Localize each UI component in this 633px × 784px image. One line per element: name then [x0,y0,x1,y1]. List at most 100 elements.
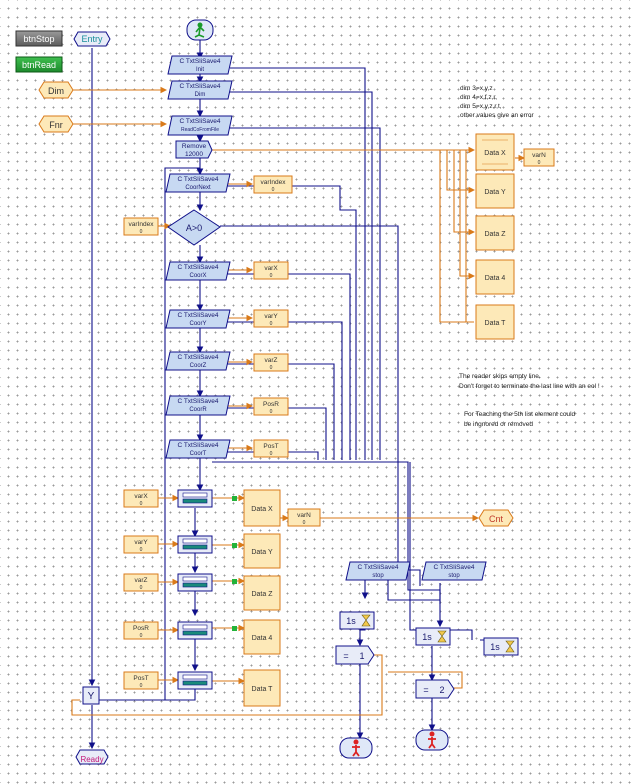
svg-text:btnRead: btnRead [22,60,56,70]
svg-text:C TxtSliSave4: C TxtSliSave4 [177,398,218,405]
svg-text:Data X: Data X [251,506,273,513]
store-icon-x[interactable] [177,489,237,508]
list-data-y-top[interactable]: Data Y [475,173,515,209]
var-y-in[interactable]: varY 0 [123,535,159,554]
stop-button[interactable]: btnStop [15,30,63,47]
var-y-out[interactable]: varY 0 [253,309,289,328]
svg-text:varIndex: varIndex [129,221,155,228]
var-t-in[interactable]: PosT 0 [123,671,159,690]
var-t-out[interactable]: PosT 0 [253,439,289,458]
list-data-4[interactable]: Data 4 [243,619,281,655]
svg-text:other values give an error: other values give an error [460,112,535,119]
svg-text:be ingnored or removed: be ingnored or removed [464,421,533,428]
svg-text:varY: varY [134,539,148,546]
svg-text:0: 0 [140,547,143,553]
list-data-z[interactable]: Data Z [243,575,281,611]
svg-text:C TxtSliSave4: C TxtSliSave4 [177,176,218,183]
svg-text:Don't forget to terminate the: Don't forget to terminate the last line … [459,383,600,390]
timer-1s-left[interactable]: 1s [339,611,375,630]
command-coor-x[interactable]: C TxtSliSave4 CoorX [165,261,231,281]
fnr-input[interactable]: Fnr [38,115,74,133]
store-icon-z[interactable] [177,573,237,592]
decision-a-gt-0[interactable]: A>0 [167,209,221,246]
svg-text:Data Y: Data Y [484,189,506,196]
svg-text:Data 4: Data 4 [485,275,506,282]
svg-text:=: = [423,685,428,695]
svg-text:varY: varY [264,313,278,320]
list-data-t-top[interactable]: Data T [475,304,515,340]
entry-terminal[interactable]: Entry [73,31,111,47]
hourglass-icon [361,614,371,627]
var-x-in[interactable]: varX 0 [123,489,159,508]
yes-merge[interactable]: Y [82,686,100,705]
svg-text:varX: varX [264,265,278,272]
note-dim: dim 3=x,y,z dim 4=x,f,z,r, dim 5=x,y,z,r… [460,85,535,119]
svg-text:Dim: Dim [48,86,64,96]
svg-text:dim 5=x,y,z,r,t,: dim 5=x,y,z,r,t, [460,103,502,110]
dim-input[interactable]: Dim [38,81,74,99]
var-n-top[interactable]: varN 0 [523,148,555,167]
command-coor-z[interactable]: C TxtSliSave4 CoorZ [165,351,231,371]
svg-text:1s: 1s [490,642,500,652]
svg-text:C TxtSliSave4: C TxtSliSave4 [177,354,218,361]
hourglass-icon [437,630,447,643]
svg-text:varZ: varZ [135,577,148,584]
store-icon-t[interactable] [177,671,213,690]
remove-block[interactable]: Remove 12000 [175,140,213,159]
svg-text:varIndex: varIndex [261,179,287,186]
svg-text:0: 0 [270,409,273,415]
assign-2[interactable]: = 2 [415,679,455,699]
command-coor-r[interactable]: C TxtSliSave4 CoorR [165,395,231,416]
svg-text:C TxtSliSave4: C TxtSliSave4 [177,312,218,319]
command-coor-next[interactable]: C TxtSliSave4 CoorNext [165,173,231,193]
var-r-out[interactable]: PosR 0 [253,397,289,416]
end-icon-left[interactable] [339,737,373,759]
timer-1s-right[interactable]: 1s [483,637,519,656]
svg-text:btnStop: btnStop [23,34,54,44]
svg-text:The reader skips empty line.: The reader skips empty line. [459,373,541,380]
svg-text:=: = [343,651,348,661]
var-index-out[interactable]: varIndex 0 [253,175,293,194]
list-data-x-top[interactable]: Data X [475,133,515,171]
command-stop-right[interactable]: C TxtSliSave4 stop [421,561,487,581]
command-dim[interactable]: C TxtSliSave4 Dim [167,80,233,100]
command-coor-y[interactable]: C TxtSliSave4 CoorY [165,309,231,329]
list-data-t[interactable]: Data T [243,669,281,707]
read-button[interactable]: btnRead [15,56,63,73]
command-coor-t[interactable]: C TxtSliSave4 CoorT [165,439,231,459]
svg-text:stop: stop [448,573,460,579]
cnt-output[interactable]: Cnt [478,509,514,527]
store-icon-r[interactable] [177,621,237,640]
var-z-in[interactable]: varZ 0 [123,573,159,592]
list-data-y[interactable]: Data Y [243,533,281,569]
list-data-x[interactable]: Data X [243,489,281,527]
svg-text:1s: 1s [346,616,356,626]
svg-text:2: 2 [439,685,444,695]
timer-1s-mid[interactable]: 1s [415,627,451,646]
assign-1[interactable]: = 1 [335,645,375,665]
command-read-file[interactable]: C TxtSliSave4 ReadCoFromFile [167,115,233,136]
var-x-out[interactable]: varX 0 [253,261,289,280]
command-init[interactable]: C TxtSliSave4 Init [167,55,233,75]
svg-text:Data Z: Data Z [484,231,506,238]
data-wires [71,86,526,716]
ready-terminal[interactable]: Ready [75,749,109,765]
list-data-4-top[interactable]: Data 4 [475,259,515,295]
var-index-in[interactable]: varIndex 0 [123,217,159,236]
svg-text:0: 0 [538,160,541,166]
note-reader: The reader skips empty line. Don't forge… [459,373,600,390]
svg-text:Data T: Data T [485,320,507,327]
svg-text:0: 0 [270,365,273,371]
note-teaching: For Teaching the 5th list element could … [464,411,576,428]
command-stop-left[interactable]: C TxtSliSave4 stop [345,561,411,581]
svg-text:C TxtSliSave4: C TxtSliSave4 [179,118,220,125]
end-icon-right[interactable] [415,729,449,751]
start-icon[interactable] [186,19,214,41]
store-icon-y[interactable] [177,535,237,554]
list-data-z-top[interactable]: Data Z [475,215,515,251]
svg-text:varN: varN [532,152,546,159]
var-z-out[interactable]: varZ 0 [253,353,289,372]
var-r-in[interactable]: PosR 0 [123,621,159,640]
var-n-bottom[interactable]: varN 0 [287,508,321,527]
svg-text:CoorR: CoorR [189,407,207,413]
